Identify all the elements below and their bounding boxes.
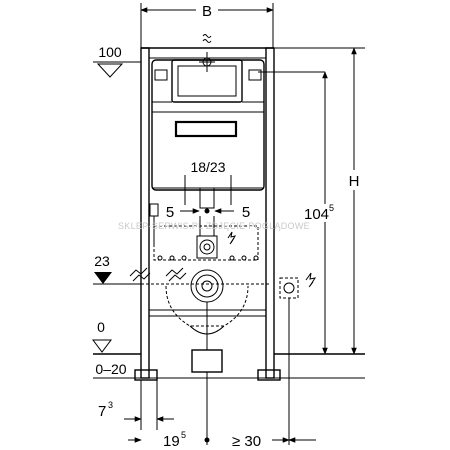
label-foot-7-sup: 3 — [108, 400, 113, 410]
label-axis-19: 19 — [163, 433, 180, 450]
dimension-104: 104 5 — [304, 71, 343, 355]
dimension-30: ≥ 30 — [232, 433, 316, 450]
level-100: 100 — [93, 44, 325, 78]
label-floor-range: 0–20 — [95, 361, 126, 377]
floor — [93, 353, 365, 379]
offsets-5: 5 5 — [166, 204, 250, 221]
water-inlet-icon — [129, 267, 187, 282]
label-offset-left-5: 5 — [166, 204, 174, 221]
dimension-7: 7 3 — [98, 380, 174, 430]
level-0: 0 0–20 — [92, 319, 127, 377]
flush-water-icon — [199, 34, 215, 72]
label-level-100: 100 — [98, 44, 122, 60]
label-level-23: 23 — [94, 253, 110, 269]
label-height-104-sup: 5 — [329, 203, 334, 213]
label-foot-7: 7 — [98, 403, 106, 420]
label-spacing-18-23: 18/23 — [190, 159, 225, 175]
label-height-H: H — [349, 173, 360, 190]
label-offset-right-5: 5 — [242, 204, 250, 221]
label-width-B: B — [202, 3, 212, 20]
drain-bowl — [165, 269, 249, 373]
dimension-19: 19 5 — [128, 372, 210, 450]
cistern — [151, 59, 265, 209]
dimension-B: B — [140, 1, 274, 48]
label-height-104: 104 — [304, 206, 329, 223]
level-23: 23 — [93, 253, 270, 285]
dimension-18-23: 18/23 — [184, 159, 232, 205]
connection-area — [149, 203, 259, 261]
label-axis-19-sup: 5 — [181, 430, 186, 440]
dimension-H: H — [274, 47, 365, 355]
electric-supply-icon — [227, 231, 237, 245]
watermark: SKLEP-SERWIS.PL ZDJĘCIE POGLĄDOWE — [118, 221, 310, 231]
label-level-0: 0 — [97, 319, 105, 335]
label-min-30: ≥ 30 — [232, 433, 261, 450]
external-socket — [279, 272, 317, 445]
